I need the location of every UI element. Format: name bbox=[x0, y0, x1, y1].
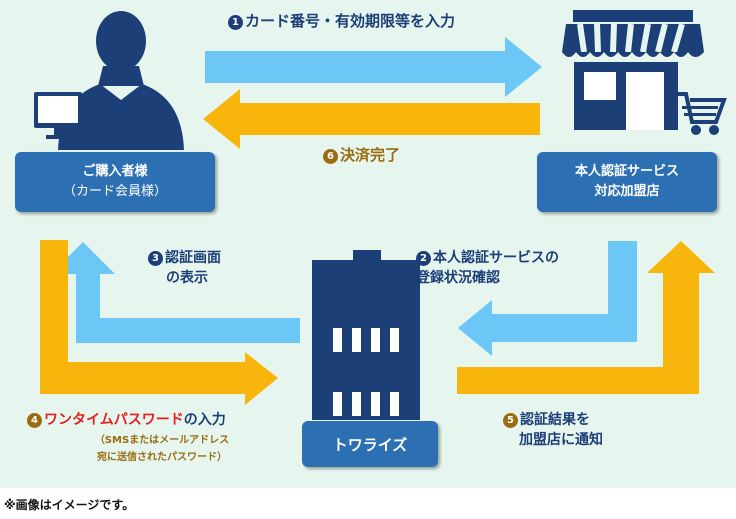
step4-rest: の入力 bbox=[183, 412, 226, 428]
step1-text: カード番号・有効期限等を入力 bbox=[245, 12, 456, 30]
step4-number-icon: 4 bbox=[27, 413, 42, 428]
step3-line2: の表示 bbox=[166, 270, 208, 286]
shop-with-cart-icon bbox=[562, 10, 727, 135]
step2-number-icon: 2 bbox=[416, 251, 431, 266]
arrow-step4 bbox=[40, 240, 278, 405]
step4-subnote: （SMSまたはメールアドレス 宛に送信されたパスワード） bbox=[62, 432, 262, 466]
office-building-icon bbox=[312, 250, 420, 420]
buyer-box: ご購入者様 （カード会員様） bbox=[15, 152, 215, 212]
step3-line1: 認証画面 bbox=[165, 250, 221, 266]
arrow-step5 bbox=[457, 241, 715, 394]
step4-highlight: ワンタイムパスワード bbox=[44, 412, 184, 428]
store-box-line1: 本人認証サービス bbox=[574, 164, 679, 179]
step2-line2: 登録状況確認 bbox=[416, 270, 500, 286]
step2-line1: 本人認証サービスの bbox=[433, 250, 559, 266]
towise-box: トワライズ bbox=[302, 421, 438, 467]
buyer-box-line2: （カード会員様） bbox=[62, 184, 167, 199]
step1-number-icon: 1 bbox=[228, 15, 243, 30]
store-box-line2: 対応加盟店 bbox=[594, 184, 660, 199]
towise-box-label: トワライズ bbox=[332, 435, 408, 454]
footnote: ※画像はイメージです。 bbox=[4, 498, 135, 512]
step3-number-icon: 3 bbox=[148, 251, 163, 266]
arrow-step3 bbox=[51, 242, 300, 343]
step4-sub2: 宛に送信されたパスワード） bbox=[97, 452, 227, 463]
person-with-computer-icon bbox=[34, 11, 184, 150]
step4-sub1: （SMSまたはメールアドレス bbox=[94, 435, 230, 446]
buyer-box-line1: ご購入者様 bbox=[82, 164, 148, 179]
step6-text: 決済完了 bbox=[340, 146, 401, 164]
arrow-step6 bbox=[203, 89, 540, 149]
step5-line1: 認証結果を bbox=[520, 412, 590, 428]
step5-number-icon: 5 bbox=[503, 413, 518, 428]
arrow-step1 bbox=[205, 37, 542, 97]
step5-line2: 加盟店に通知 bbox=[519, 432, 603, 448]
arrow-step2 bbox=[458, 241, 637, 356]
step6-number-icon: 6 bbox=[323, 149, 338, 164]
store-box: 本人認証サービス 対応加盟店 bbox=[537, 152, 717, 212]
